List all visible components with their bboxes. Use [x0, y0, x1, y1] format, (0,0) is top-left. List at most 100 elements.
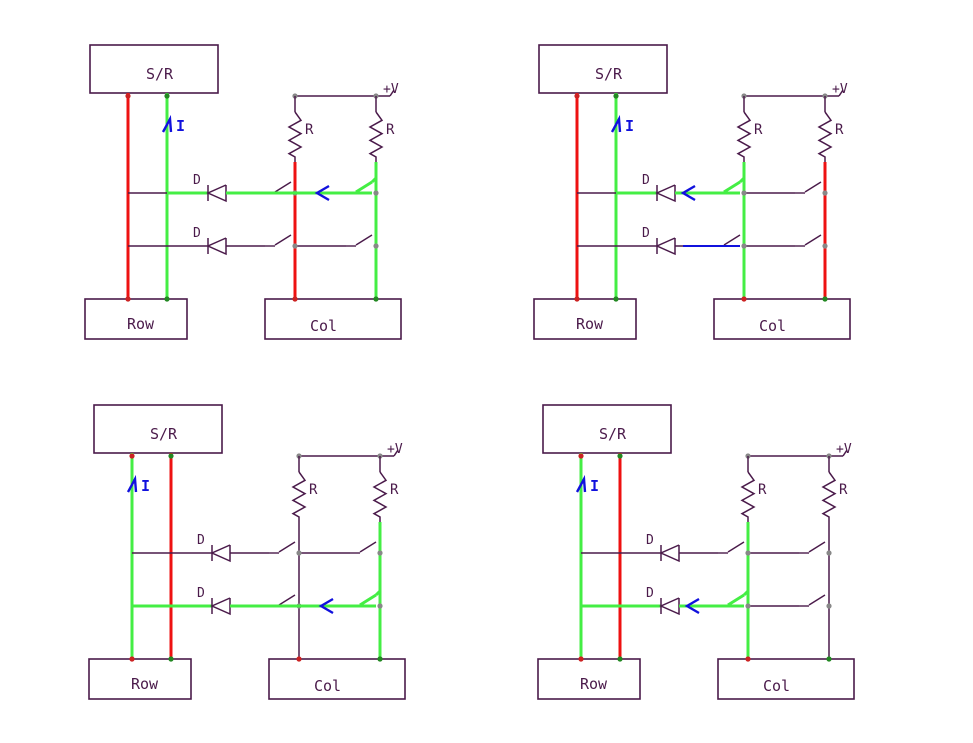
- shift-register-label: S/R: [150, 425, 178, 443]
- shift-register-label: S/R: [146, 65, 174, 83]
- row-node: [578, 656, 584, 662]
- switch-active-tip: [370, 176, 378, 184]
- col-box: [268, 658, 406, 700]
- diode-label: D: [193, 173, 201, 188]
- key-switch: [727, 541, 745, 553]
- resistor-2: [821, 471, 837, 522]
- switch-node: [826, 550, 832, 556]
- trace-arrow-icon: [680, 184, 696, 202]
- key-switch: [355, 234, 373, 246]
- vplus-label: +V: [836, 442, 852, 457]
- row-node: [613, 296, 619, 302]
- resistor-label: R: [390, 482, 399, 498]
- sr-node: [168, 453, 174, 459]
- sr-node: [129, 453, 135, 459]
- col-label: Col: [314, 677, 341, 695]
- resistor-label: R: [309, 482, 318, 498]
- vplus-tick: [393, 449, 399, 457]
- current-arrow-icon: [126, 474, 138, 493]
- shift-register-label: S/R: [599, 425, 627, 443]
- diode-1: [206, 184, 227, 203]
- diode-label: D: [642, 173, 650, 188]
- switch-node: [373, 243, 379, 249]
- row-box: [88, 658, 192, 700]
- trace-arrow-icon: [318, 597, 334, 615]
- diode-1: [655, 184, 676, 203]
- row-node: [574, 296, 580, 302]
- key-switch: [804, 181, 822, 193]
- current-label: I: [176, 117, 185, 135]
- switch-node: [377, 550, 383, 556]
- resistor-label: R: [835, 122, 844, 138]
- key-switch: [278, 594, 296, 606]
- key-switch: [723, 234, 741, 246]
- row-node: [164, 296, 170, 302]
- resistor-label: R: [754, 122, 763, 138]
- switch-node: [296, 550, 302, 556]
- switch-node: [822, 190, 828, 196]
- diode-1: [659, 544, 680, 563]
- shift-register-box: [89, 44, 219, 94]
- resistor-label: R: [758, 482, 767, 498]
- shift-register-box: [93, 404, 223, 454]
- key-switch: [355, 180, 373, 194]
- diode-2: [210, 597, 231, 616]
- vplus-label: +V: [383, 82, 399, 97]
- diode-label: D: [197, 533, 205, 548]
- row-node: [617, 656, 623, 662]
- key-switch: [808, 541, 826, 553]
- sr-node: [617, 453, 623, 459]
- current-label: I: [141, 477, 150, 495]
- col-node: [826, 656, 832, 662]
- row-box: [84, 298, 188, 340]
- resistor-label: R: [305, 122, 314, 138]
- col-box: [713, 298, 851, 340]
- col-box: [264, 298, 402, 340]
- row-node: [129, 656, 135, 662]
- shift-register-box: [538, 44, 668, 94]
- current-label: I: [590, 477, 599, 495]
- key-switch: [359, 541, 377, 553]
- col-node: [377, 656, 383, 662]
- col-label: Col: [310, 317, 337, 335]
- sr-node: [613, 93, 619, 99]
- col-node: [292, 296, 298, 302]
- switch-node: [373, 190, 379, 196]
- row-label: Row: [127, 315, 155, 333]
- diode-2: [659, 597, 680, 616]
- row-label: Row: [576, 315, 604, 333]
- row-node: [168, 656, 174, 662]
- diode-label: D: [642, 226, 650, 241]
- diode-label: D: [646, 586, 654, 601]
- resistor-1: [740, 471, 756, 522]
- switch-node: [741, 190, 747, 196]
- col-label: Col: [759, 317, 786, 335]
- switch-node: [745, 603, 751, 609]
- key-switch: [723, 180, 741, 194]
- switch-node: [377, 603, 383, 609]
- diode-label: D: [646, 533, 654, 548]
- key-switch: [359, 593, 377, 607]
- row-box: [533, 298, 637, 340]
- vplus-label: +V: [832, 82, 848, 97]
- current-arrow-icon: [610, 114, 622, 133]
- col-node: [822, 296, 828, 302]
- row-node: [125, 296, 131, 302]
- current-arrow-icon: [161, 114, 173, 133]
- shift-register-label: S/R: [595, 65, 623, 83]
- switch-node: [745, 550, 751, 556]
- circuit-panel-top-right: S/R Row Col +V R R I D D: [533, 44, 851, 340]
- vplus-tick: [389, 89, 395, 97]
- current-label: I: [625, 117, 634, 135]
- col-node: [741, 296, 747, 302]
- switch-node: [822, 243, 828, 249]
- vplus-tick: [838, 89, 844, 97]
- current-arrow-icon: [575, 474, 587, 493]
- key-switch: [808, 594, 826, 606]
- key-switch: [804, 234, 822, 246]
- switch-node: [826, 603, 832, 609]
- switch-node: [741, 243, 747, 249]
- row-label: Row: [131, 675, 159, 693]
